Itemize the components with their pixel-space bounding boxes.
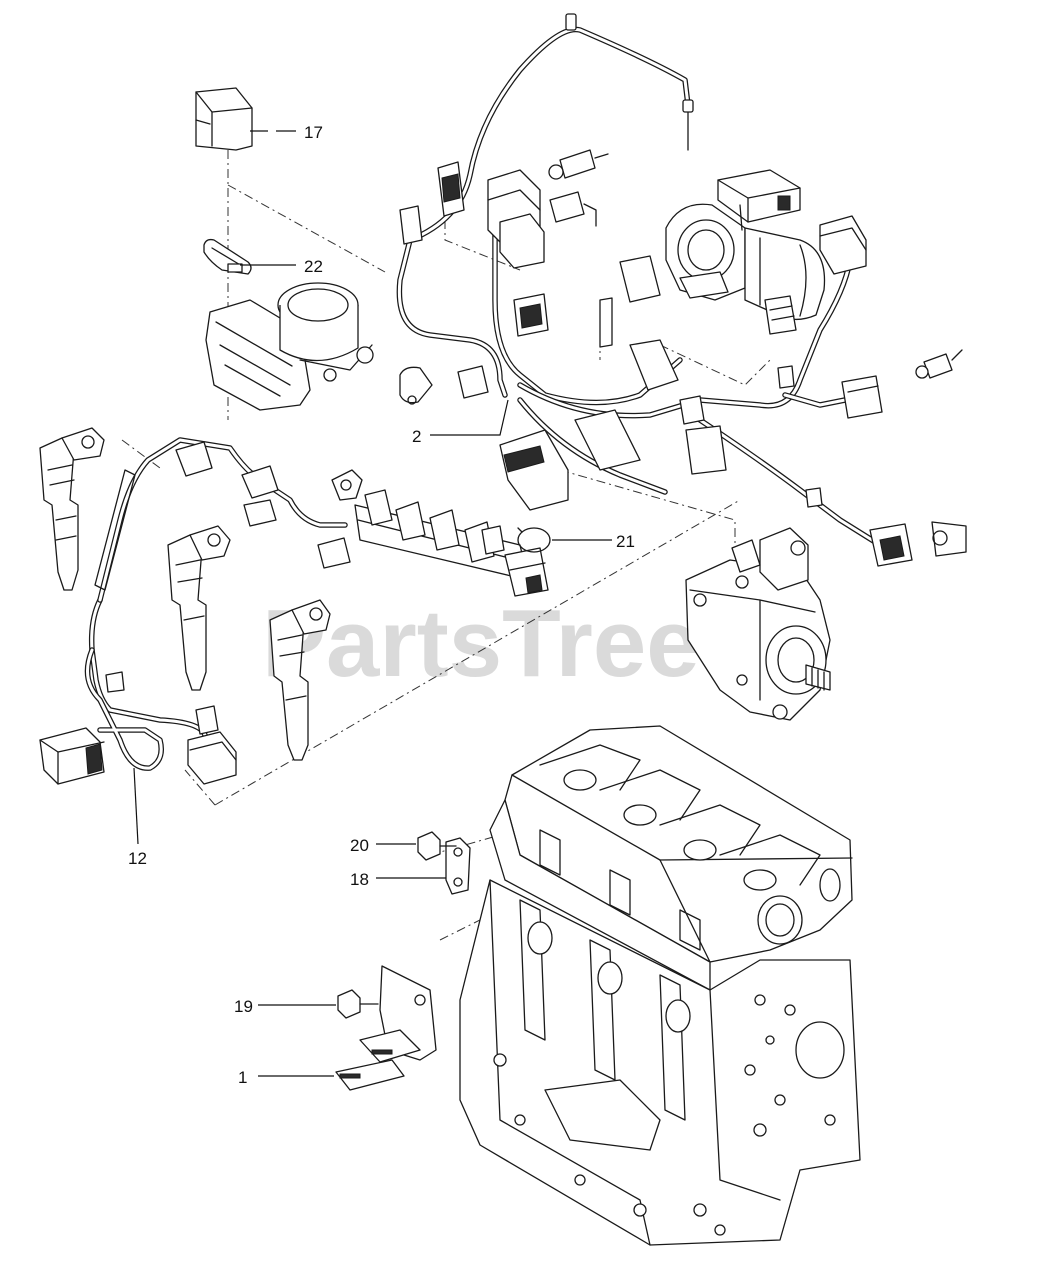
part-gasket xyxy=(203,238,252,275)
callout-19: 19 xyxy=(234,997,253,1016)
callout-leaders xyxy=(133,130,612,1077)
callout-21: 21 xyxy=(616,532,635,551)
part-throttle-body xyxy=(205,282,374,411)
part-fuel-rail xyxy=(331,469,549,597)
part-fuel-injectors xyxy=(39,427,331,761)
part-cover-cap xyxy=(195,87,253,151)
part-fuel-pump xyxy=(685,527,831,721)
part-hose-clip xyxy=(517,527,551,553)
watermark: PartsTree TM xyxy=(262,590,768,697)
callout-12: 12 xyxy=(128,849,147,868)
callout-labels: 17 22 2 21 12 20 18 19 1 xyxy=(128,123,635,1087)
watermark-text: PartsTree xyxy=(262,590,700,697)
callout-20: 20 xyxy=(350,836,369,855)
callout-22: 22 xyxy=(304,257,323,276)
part-injector-harness xyxy=(39,437,351,785)
part-bolt-upper xyxy=(417,831,457,861)
callout-17: 17 xyxy=(304,123,323,142)
callout-2: 2 xyxy=(412,427,421,446)
part-wiring-harness-upper xyxy=(396,13,967,567)
part-bolt-lower xyxy=(337,989,379,1019)
part-bracket-lower xyxy=(335,965,437,1091)
part-bracket-upper xyxy=(445,837,471,895)
part-engine-block xyxy=(459,725,861,1246)
callout-1: 1 xyxy=(238,1068,247,1087)
part-egr-valve xyxy=(665,169,826,335)
callout-18: 18 xyxy=(350,870,369,889)
